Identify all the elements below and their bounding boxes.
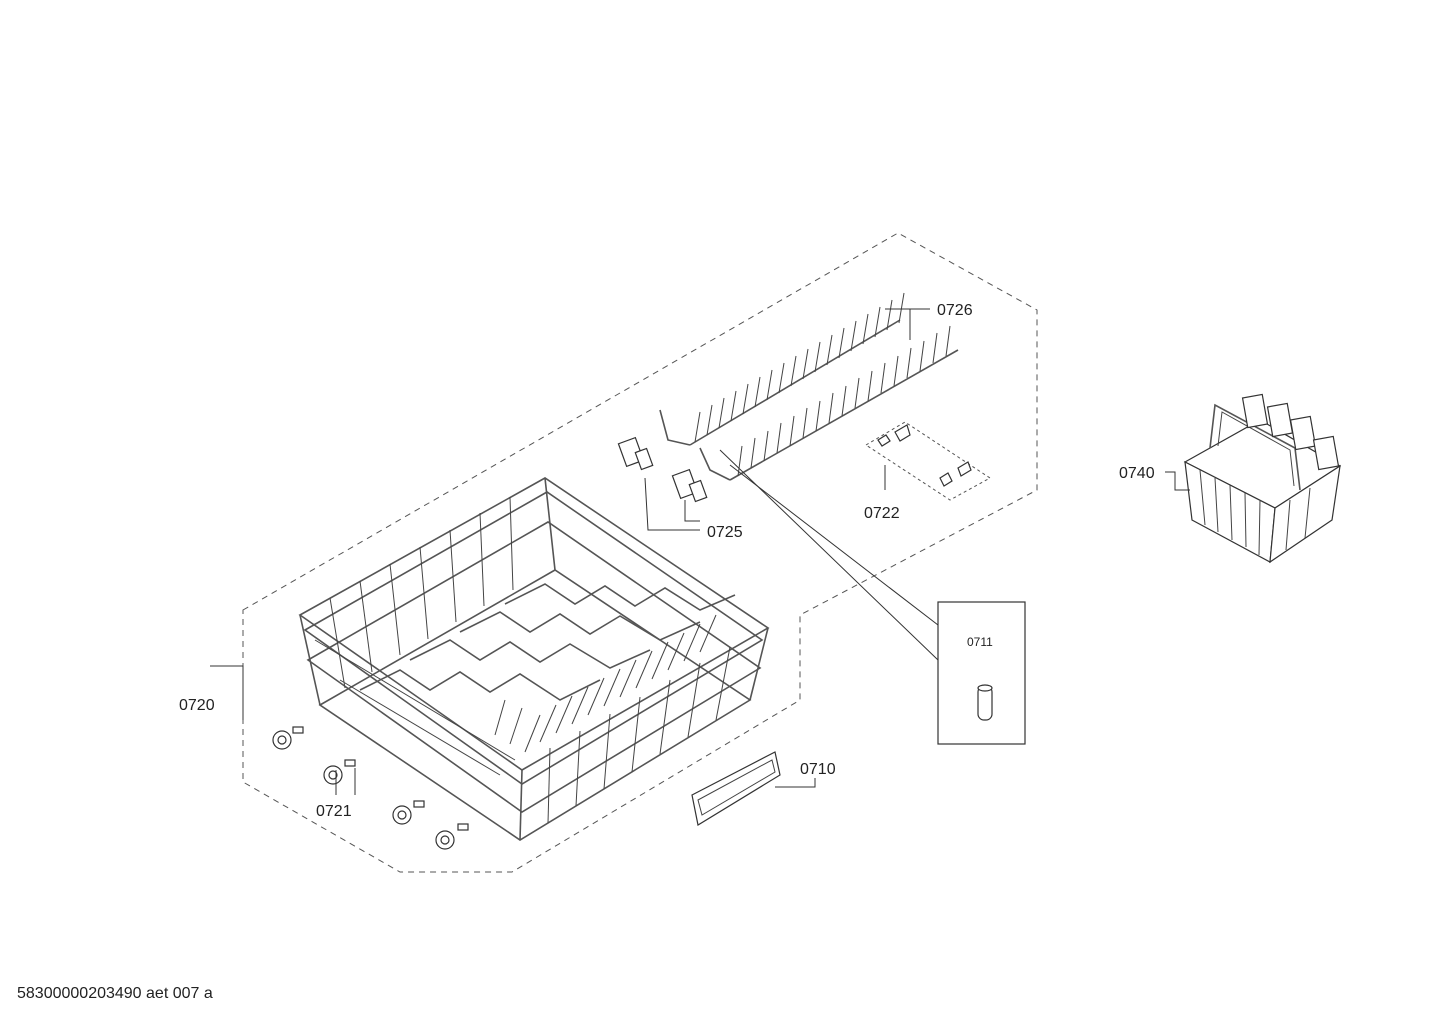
detail-box-0711 — [937, 601, 1026, 745]
callout-0726: 0726 — [937, 302, 973, 319]
drawing-code: 58300000203490 aet 007 a — [17, 985, 213, 1002]
leader-lines — [210, 308, 1190, 795]
callout-0710: 0710 — [800, 761, 836, 778]
callout-0722: 0722 — [864, 505, 900, 522]
callout-0740: 0740 — [1119, 465, 1155, 482]
folding-tine-rack — [659, 292, 959, 481]
basket-handle — [691, 751, 781, 826]
callout-0725: 0725 — [707, 524, 743, 541]
callout-0720: 0720 — [179, 697, 215, 714]
rack-clips — [617, 436, 708, 503]
callout-0711: 0711 — [967, 635, 993, 649]
assembly-boundary-dashed — [242, 232, 1038, 873]
basket-wheels — [272, 726, 469, 850]
small-brackets — [865, 421, 991, 501]
lower-basket — [298, 477, 770, 841]
cutlery-basket — [1183, 393, 1342, 564]
callout-0721: 0721 — [316, 803, 352, 820]
